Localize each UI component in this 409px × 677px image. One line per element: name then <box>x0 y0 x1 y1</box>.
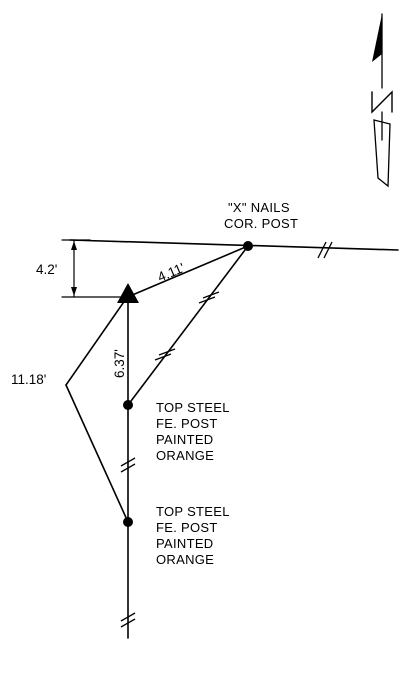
dimension-6-37: 6.37' <box>112 349 127 378</box>
dimension-11-18: 11.18' <box>11 372 46 387</box>
upper-post-label-line3: PAINTED <box>156 432 213 447</box>
dimension-4-11: 4.11' <box>155 260 187 285</box>
north-letter-n <box>371 90 393 114</box>
north-arrow-icon <box>371 13 393 188</box>
north-arrow-tail <box>373 119 391 188</box>
corner-post-label-line1: "X" NAILS <box>228 200 290 215</box>
lower-post-label-line1: TOP STEEL <box>156 504 230 519</box>
lower-post-label-line2: FE. POST <box>156 520 218 535</box>
upper-post-marker <box>123 400 133 410</box>
tie-line-left-lower <box>65 384 129 523</box>
corner-post-marker <box>243 241 253 251</box>
dimension-4-2: 4.2' <box>36 262 57 277</box>
tie-line-to-upper-post <box>127 245 249 406</box>
corner-post-label-line2: COR. POST <box>224 216 298 231</box>
tie-line-left-upper <box>65 295 129 386</box>
upper-post-label-line2: FE. POST <box>156 416 218 431</box>
tie-line-to-corner <box>129 245 249 297</box>
lower-post-label-line4: ORANGE <box>156 552 214 567</box>
lower-post-marker <box>123 517 133 527</box>
lower-post-label-line3: PAINTED <box>156 536 213 551</box>
upper-post-label-line1: TOP STEEL <box>156 400 230 415</box>
upper-post-label-line4: ORANGE <box>156 448 214 463</box>
reference-point-triangle <box>117 283 139 303</box>
north-arrow-head <box>372 14 382 62</box>
horizontal-line <box>69 239 399 251</box>
